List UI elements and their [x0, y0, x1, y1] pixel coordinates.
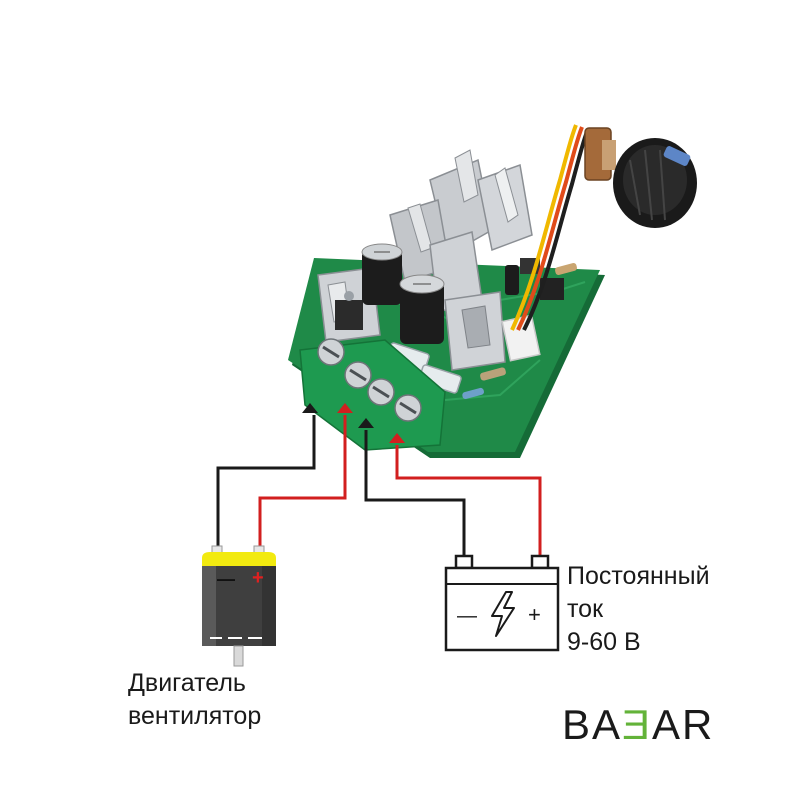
ic-chip [540, 278, 564, 300]
potentiometer-knob-icon [584, 127, 697, 228]
wiring [216, 403, 542, 558]
brand-logo: BAƎAR [562, 700, 714, 750]
supply-label-line2: ток [567, 595, 604, 623]
wire-supply-negative [364, 430, 466, 558]
potentiometer-wires [510, 124, 590, 331]
motor-minus-symbol: — [217, 569, 235, 589]
terminal-screw [344, 361, 372, 389]
motor-icon: — + [202, 545, 276, 667]
lightning-icon [491, 591, 515, 637]
brand-logo-right: AR [652, 701, 715, 748]
supply-label-line3: 9-60 В [567, 628, 641, 656]
screw-terminal-block [299, 338, 446, 451]
capacitor-icon [399, 274, 445, 344]
brand-logo-mid: Ǝ [622, 701, 653, 748]
capacitor-icon [361, 243, 403, 305]
terminal-screw [367, 378, 395, 406]
mosfet [335, 300, 363, 330]
battery-plus-symbol: + [528, 602, 541, 627]
terminal-screw [317, 338, 345, 366]
terminal-screw [394, 394, 422, 422]
motor-label-line2: вентилятор [128, 702, 262, 730]
motor-label-line1: Двигатель [128, 669, 246, 697]
pwm-controller-board [288, 149, 605, 458]
battery-minus-symbol: — [457, 605, 477, 627]
supply-label-line1: Постоянный [567, 562, 710, 590]
motor-plus-symbol: + [252, 567, 264, 589]
wire-motor-negative [216, 415, 316, 548]
wire-supply-positive [395, 445, 542, 558]
heatsink-icon [444, 291, 506, 371]
supply-label: Постоянный ток 9-60 В [567, 560, 710, 659]
battery-icon: — + [444, 554, 560, 652]
heatsink-icon [429, 149, 533, 257]
motor-label: Двигатель вентилятор [128, 667, 261, 733]
brand-logo-left: BA [562, 701, 623, 748]
wire-motor-positive [258, 415, 347, 548]
